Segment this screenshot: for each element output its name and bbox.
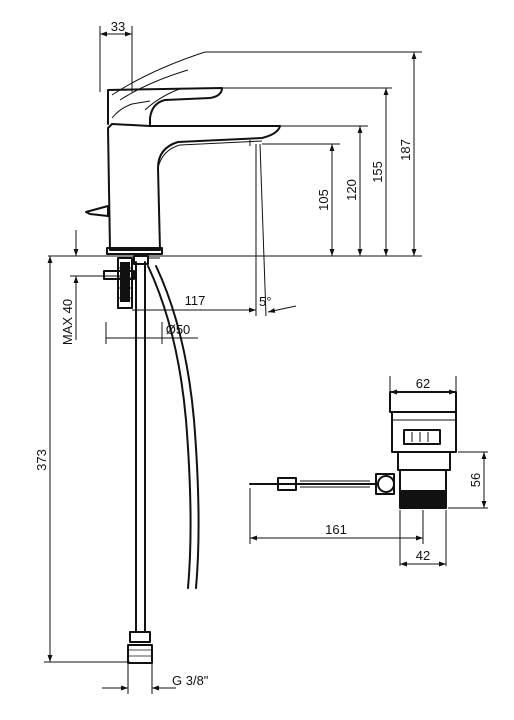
label-62: 62 (416, 376, 430, 391)
dim-33: 33 (99, 19, 133, 92)
waste-drain (249, 391, 457, 509)
label-155: 155 (370, 161, 385, 183)
dim-diameter: Ø50 (105, 322, 198, 344)
dim-56: 56 (448, 451, 488, 509)
label-161: 161 (325, 522, 347, 537)
label-33: 33 (111, 19, 125, 34)
dim-max40: MAX 40 (60, 230, 124, 345)
label-max40: MAX 40 (60, 299, 75, 345)
label-diameter: Ø50 (166, 322, 191, 337)
dim-thread: G 3/8" (102, 664, 209, 694)
faucet-body (85, 51, 415, 255)
dim-117: 117 5° (132, 143, 297, 317)
dim-161: 161 (249, 488, 424, 544)
dim-heights: 105 120 155 187 (222, 51, 422, 256)
label-42: 42 (416, 548, 430, 563)
label-187: 187 (398, 139, 413, 161)
label-thread: G 3/8" (172, 673, 209, 688)
dim-62: 62 (389, 376, 457, 395)
label-120: 120 (344, 179, 359, 201)
label-105: 105 (316, 189, 331, 211)
under-counter-assembly (48, 255, 422, 664)
dim-373: 373 (34, 256, 130, 663)
label-117: 117 (185, 293, 206, 308)
label-56: 56 (468, 473, 483, 487)
label-373: 373 (34, 449, 49, 471)
label-angle: 5° (259, 294, 271, 309)
dim-42: 42 (399, 510, 447, 567)
